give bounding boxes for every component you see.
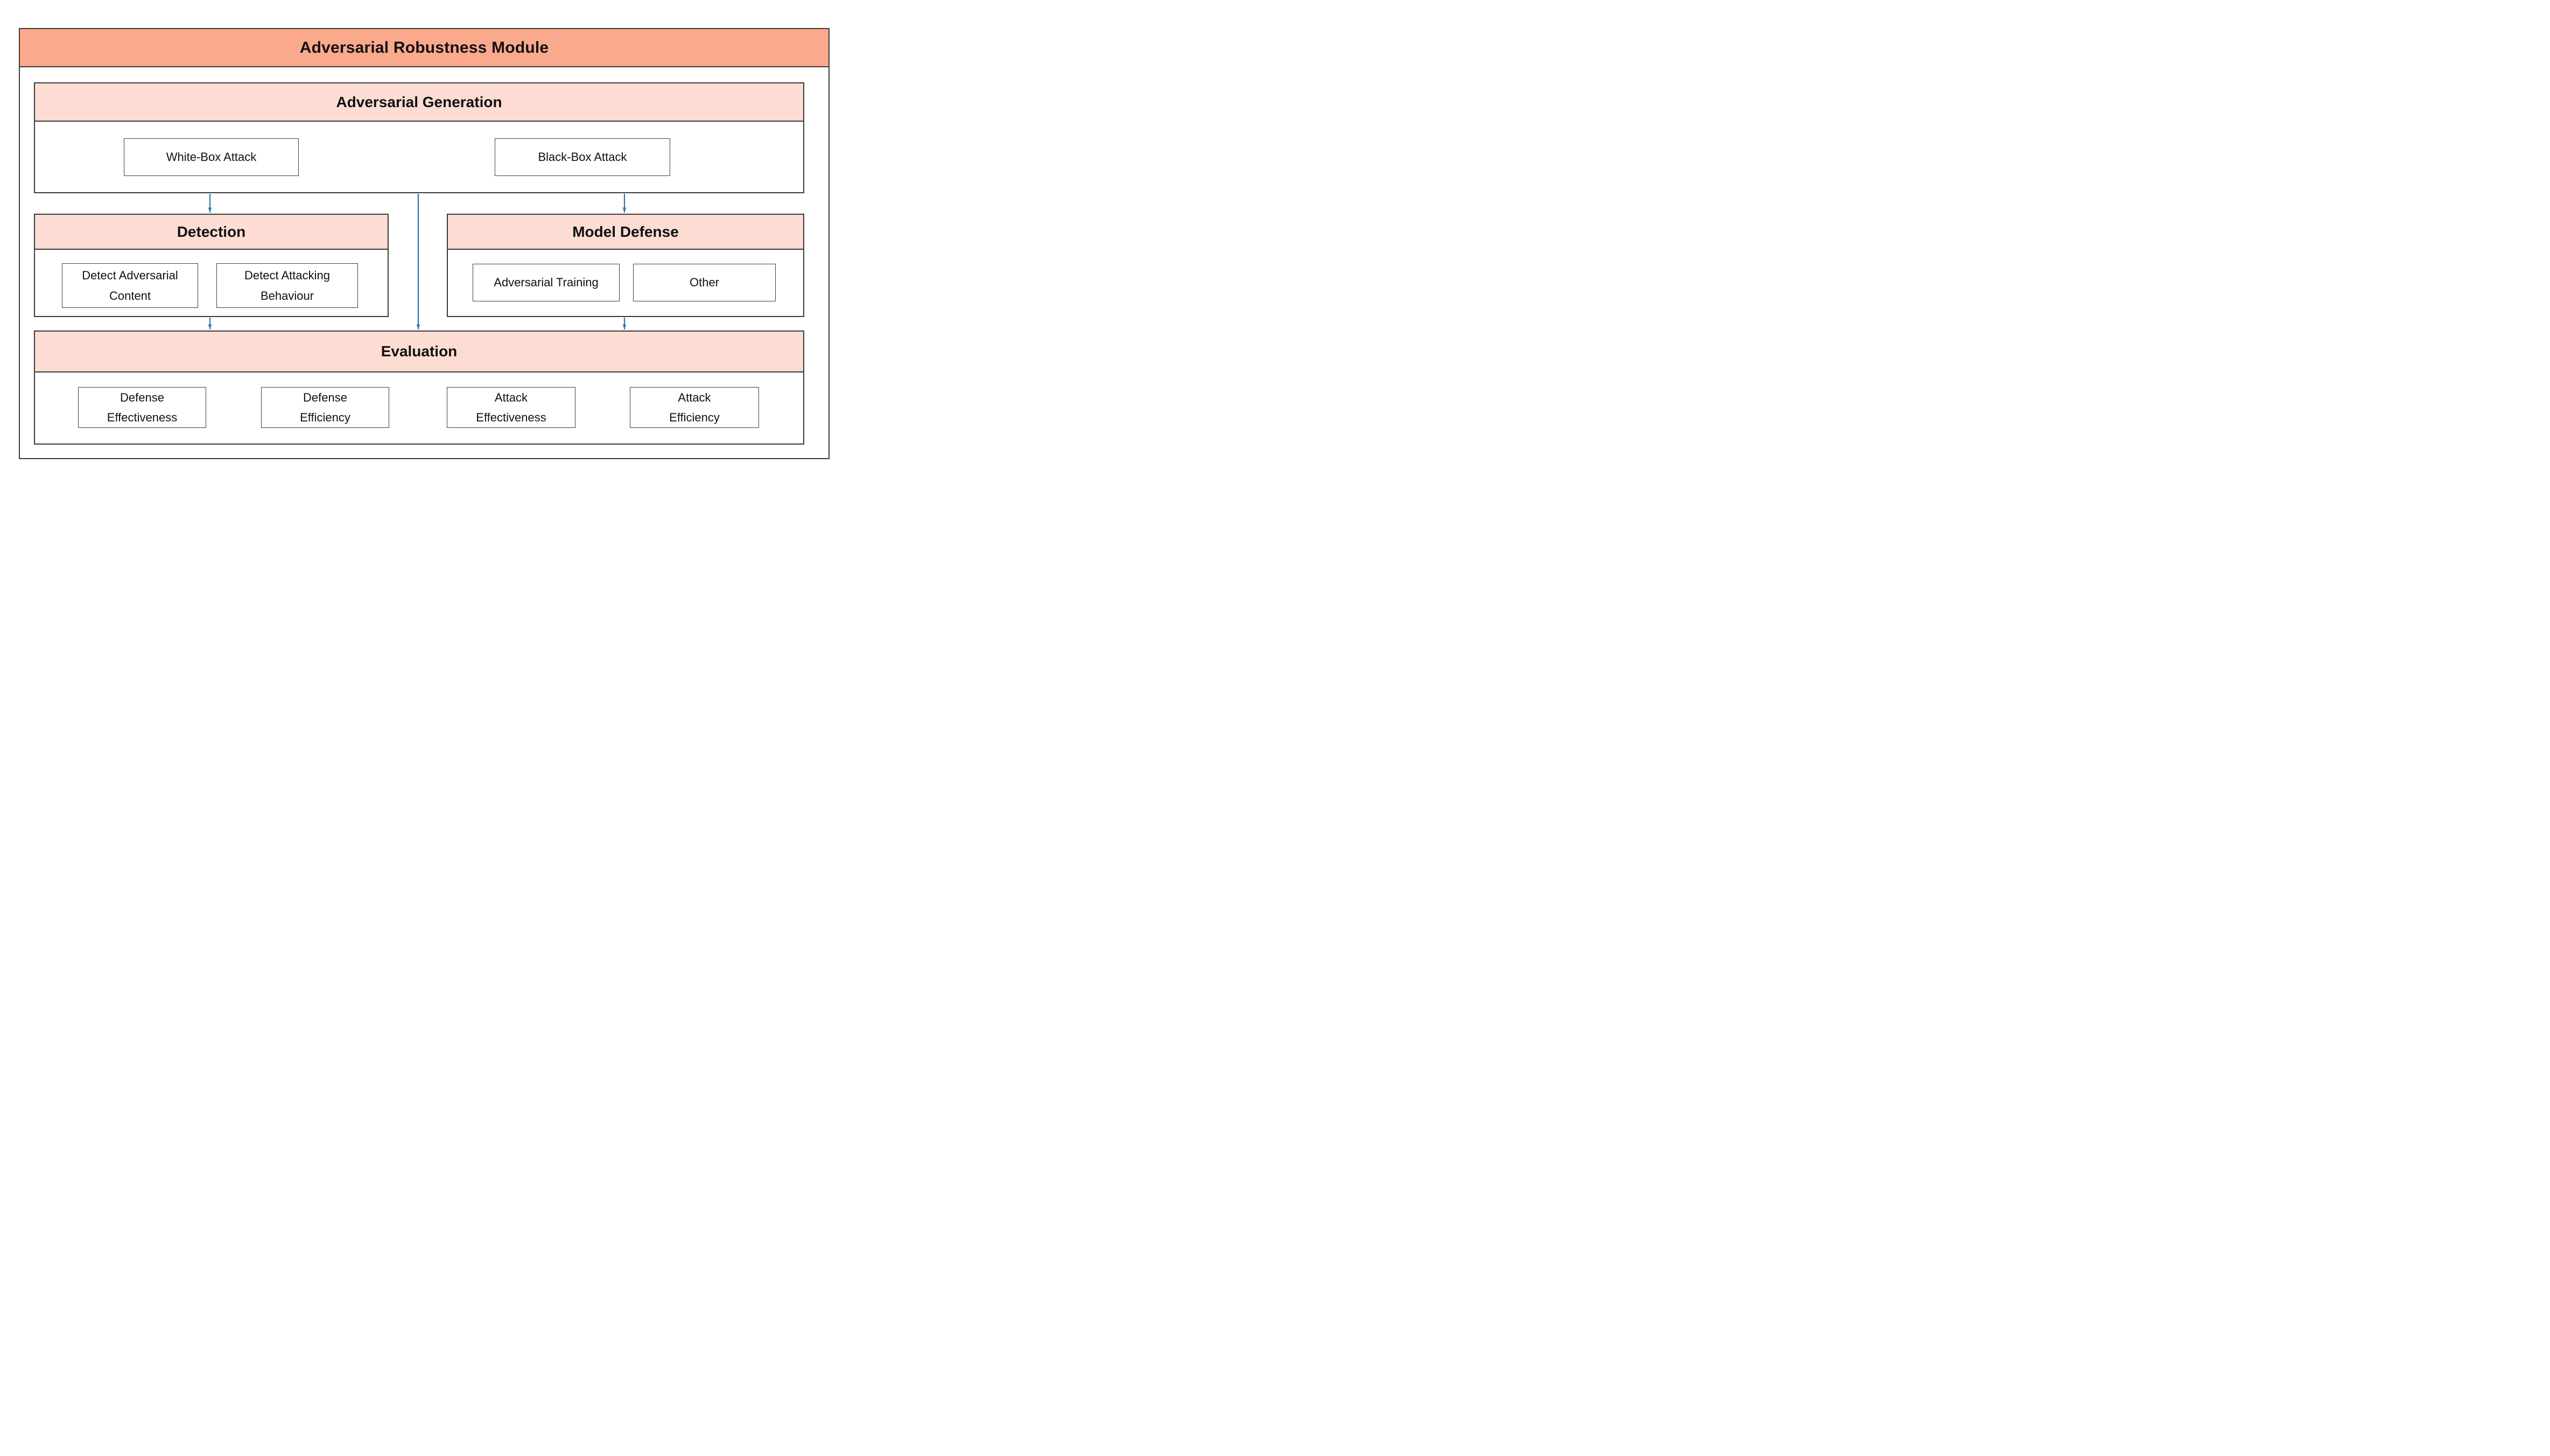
module-title-bar: Adversarial Robustness Module [19,28,830,67]
section-header-evaluation: Evaluation [35,332,803,372]
box-black-box-attack: Black-Box Attack [495,138,670,176]
section-title-detection: Detection [177,223,246,240]
box-adversarial-training: Adversarial Training [473,264,620,301]
box-defense-effectiveness: Defense Effectiveness [78,387,206,428]
section-header-model-defense: Model Defense [448,215,803,250]
section-header-detection: Detection [35,215,388,250]
section-adversarial-generation: Adversarial Generation [34,82,804,193]
section-header-adversarial-generation: Adversarial Generation [35,83,803,122]
module-title: Adversarial Robustness Module [299,38,549,57]
box-other: Other [633,264,776,301]
diagram-canvas: Adversarial Robustness Module Adversaria… [0,0,850,486]
box-detect-adversarial-content: Detect Adversarial Content [62,263,198,308]
section-title-adversarial-generation: Adversarial Generation [336,93,502,110]
box-attack-effectiveness: Attack Effectiveness [447,387,575,428]
box-attack-efficiency: Attack Efficiency [630,387,759,428]
section-title-evaluation: Evaluation [381,343,458,360]
box-white-box-attack: White-Box Attack [124,138,299,176]
box-defense-efficiency: Defense Efficiency [261,387,389,428]
box-detect-attacking-behaviour: Detect Attacking Behaviour [216,263,358,308]
section-title-model-defense: Model Defense [572,223,679,240]
